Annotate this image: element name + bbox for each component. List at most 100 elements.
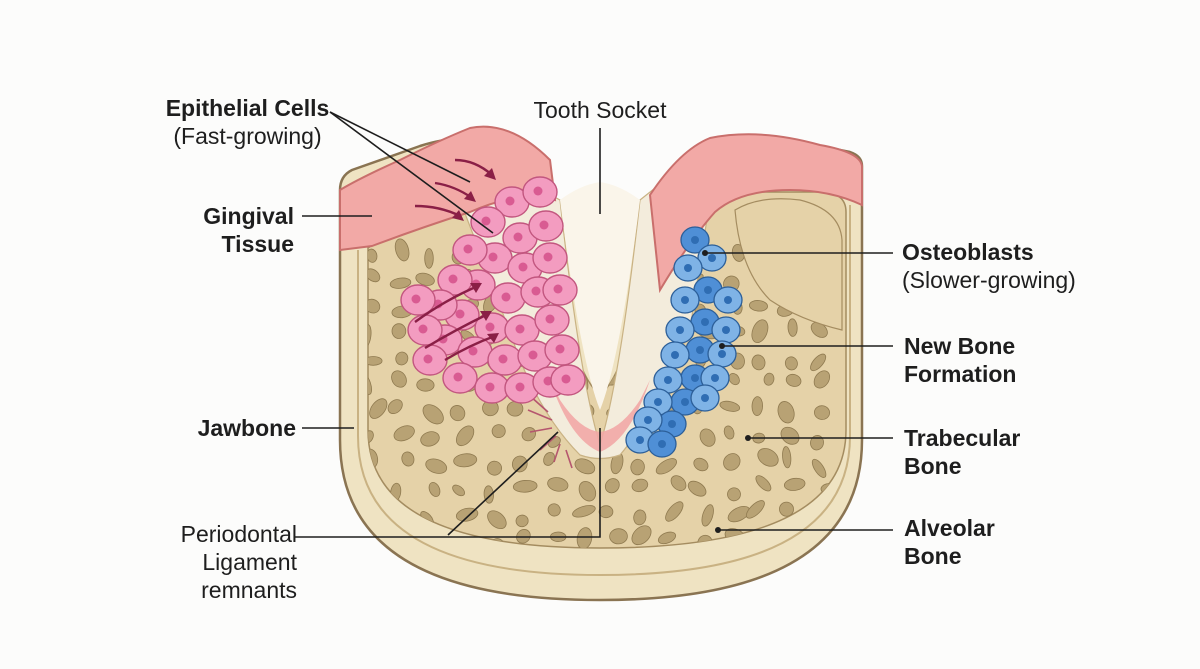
trabecular-pore (572, 505, 596, 518)
epithelial-nucleus (485, 382, 495, 392)
epithelial-nucleus (539, 220, 549, 230)
trabecular-pore (777, 401, 795, 424)
trabecular-pore (368, 430, 374, 444)
jawbone-text: Jawbone (197, 415, 296, 441)
osteoblast-nucleus (658, 440, 666, 448)
trabecular-pore (755, 475, 772, 492)
epithelial-nucleus (505, 196, 515, 206)
epithelial-nucleus (455, 309, 465, 319)
osteoblast-nucleus (701, 394, 709, 402)
trabecular-pore (745, 500, 765, 519)
trabecular-pore (751, 396, 764, 416)
new-bone-line2: Formation (904, 361, 1017, 387)
osteoblast-nucleus (676, 326, 684, 334)
trabecular-pore (389, 277, 412, 289)
trabecular-pore (368, 324, 372, 348)
trabecular-pore (425, 458, 448, 474)
trabecular-pore (784, 356, 798, 371)
trabecular-pore (727, 487, 741, 502)
osteoblast-nucleus (711, 374, 719, 382)
trabecular-pore (631, 525, 652, 546)
trabecular-pore (487, 460, 502, 476)
osteoblast-nucleus (636, 436, 644, 444)
trabecular-pore (452, 484, 465, 497)
epithelial-nucleus (515, 382, 525, 392)
epithelial-nucleus (513, 232, 523, 242)
epithelial-nucleus (418, 324, 428, 334)
tooth-socket-label: Tooth Socket (500, 96, 700, 124)
trabecular-pore (491, 424, 506, 439)
new-bone-formation-label: New Bone Formation (904, 332, 1016, 388)
trabecular-pore (763, 372, 775, 386)
gingival-tissue-left (339, 125, 557, 252)
trabecular-pore (428, 482, 441, 497)
epithelial-nucleus (561, 374, 571, 384)
trabecular-pore (422, 404, 444, 425)
trabecular-pore (547, 477, 569, 492)
osteoblast-nucleus (654, 398, 662, 406)
trabecular-pore (783, 477, 806, 491)
epithelial-nucleus (468, 346, 478, 356)
trabecular-pore (813, 370, 831, 389)
trabecular-pore (391, 323, 407, 339)
leader-dots (702, 250, 751, 533)
trabecular-pore (749, 300, 768, 312)
osteoblast-nucleus (671, 351, 679, 359)
osteoblast-nucleus (684, 264, 692, 272)
osteoblast-nucleus (718, 350, 726, 358)
trabecular-pore (368, 268, 381, 283)
trabecular-pore (701, 504, 714, 527)
gingival-tissue-right (648, 133, 863, 294)
trabecular-pore (699, 428, 716, 447)
periodontal-line2: Ligament (202, 549, 297, 575)
epithelial-cells-note: (Fast-growing) (173, 123, 322, 149)
trabecular-pore (687, 480, 707, 497)
epithelial-cells-title: Epithelial Cells (165, 95, 330, 121)
trabecular-pore (810, 353, 827, 372)
epithelial-nucleus (448, 274, 458, 284)
trabecular-pore (395, 351, 409, 366)
gingival-line1: Gingival (203, 203, 294, 229)
epithelial-nucleus (528, 350, 538, 360)
trabecular-pore (455, 425, 475, 447)
osteoblast-nucleus (704, 286, 712, 294)
trabecular-pore (814, 405, 830, 420)
epithelial-cells-label: Epithelial Cells (Fast-growing) (150, 94, 345, 150)
cortical-rim (357, 205, 851, 577)
epithelial-nucleus (515, 324, 525, 334)
trabecular-pore (387, 399, 403, 415)
trabecular-pore (787, 318, 798, 337)
osteoblast-nucleus (724, 296, 732, 304)
osteoblasts-note: (Slower-growing) (902, 267, 1076, 293)
trabecular-pore (785, 373, 802, 387)
osteoblast-nucleus (701, 318, 709, 326)
trabecular-pore (630, 458, 645, 476)
epithelial-nucleus (553, 284, 563, 294)
osteoblast-nucleus (681, 398, 689, 406)
trabecular-pore (693, 457, 709, 472)
osteoblasts-label: Osteoblasts (Slower-growing) (902, 238, 1076, 294)
trabecular-pore (547, 503, 561, 517)
epithelial-nucleus (463, 244, 473, 254)
migration-arrowheads (452, 168, 499, 343)
trabecular-line1: Trabecular (904, 425, 1021, 451)
epithelial-nucleus (411, 294, 421, 304)
trabecular-pore (779, 501, 794, 517)
trabecular-pore (368, 373, 373, 395)
osteoblast-nucleus (696, 346, 704, 354)
trabecular-pore (368, 298, 381, 314)
periodontal-ligament-label: Periodontal Ligament remnants (150, 520, 297, 604)
alveolar-line2: Bone (904, 543, 962, 569)
osteoblast-nucleus (644, 416, 652, 424)
trabecular-pore (424, 248, 434, 269)
trabecular-pore (511, 455, 528, 473)
osteoblast-nucleus (708, 254, 716, 262)
trabecular-pore (757, 448, 779, 467)
trabecular-pore (631, 478, 649, 493)
trabecular-pore (780, 426, 800, 445)
trabecular-pore (609, 528, 628, 545)
trabecular-pore (391, 370, 407, 388)
gingival-tissue-label: Gingival Tissue (180, 202, 294, 258)
epithelial-nucleus (545, 314, 555, 324)
